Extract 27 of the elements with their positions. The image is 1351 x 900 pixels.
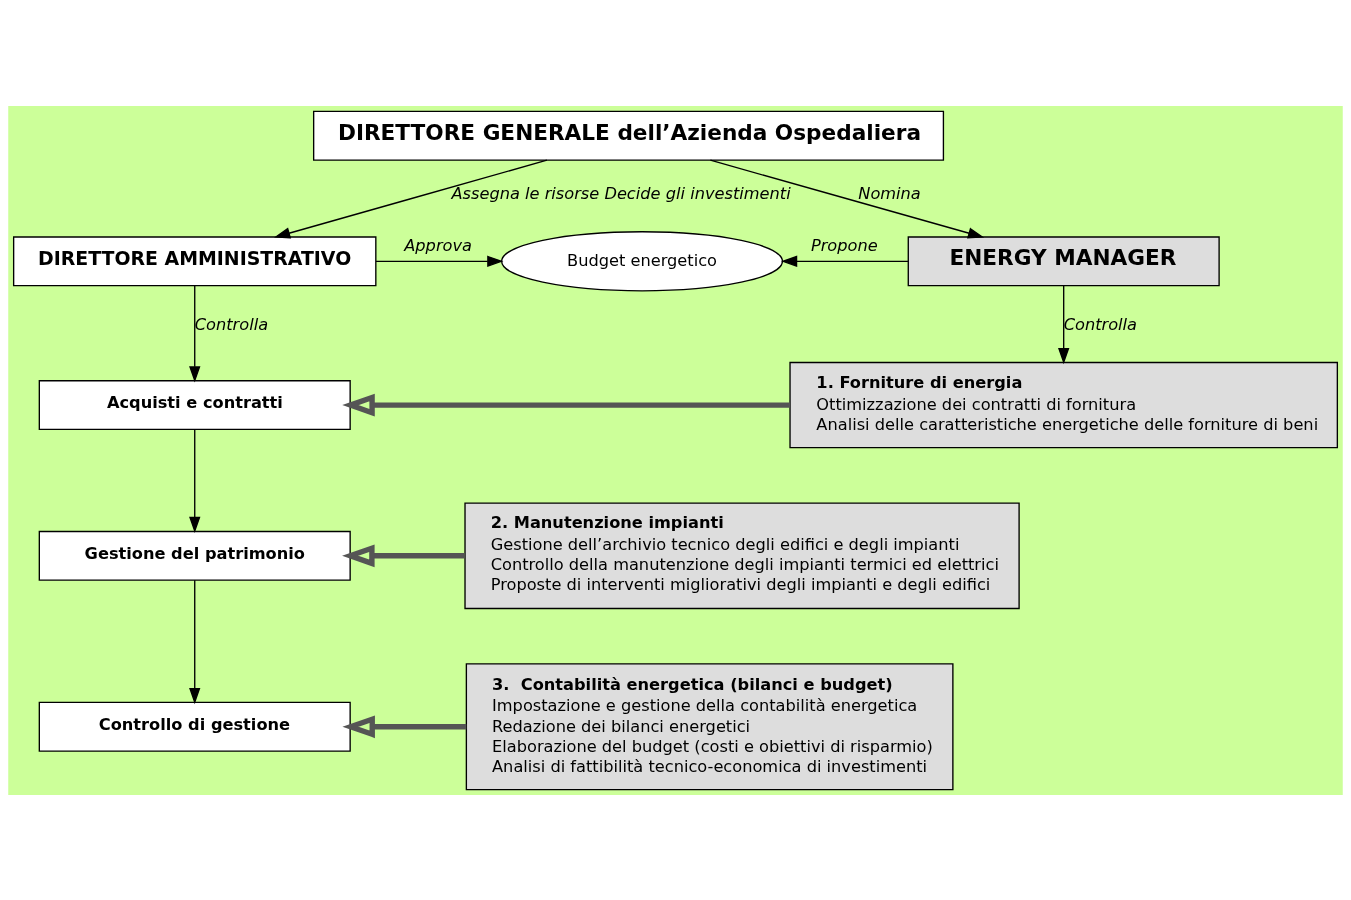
node-box: Controllo di gestione (38, 701, 351, 752)
node-box: ENERGY MANAGER (907, 235, 1220, 286)
arrow (342, 543, 465, 567)
node-box: 3. Contabilità energetica (bilanci e budget) Impostazione e gestione della contabilità energetica Redazione dei bilanci energetici Elaborazione del budget (costi e obiettivi di risparmio) Analisi di fattibilità tecnico-economica di investimenti (465, 662, 954, 790)
arrow (709, 159, 985, 239)
node-box: 1. Forniture di energia Ottimizzazione dei contratti di fornitura Analisi delle caratteristiche energetiche delle forniture di beni (789, 361, 1339, 448)
arrow (342, 714, 467, 738)
arrow (274, 159, 548, 239)
arrow (189, 284, 201, 382)
node-ellipse: Budget energetico (501, 230, 784, 291)
arrow (342, 393, 790, 416)
node-box: Acquisti e contratti (38, 379, 351, 430)
edge-label: Controlla (1063, 314, 1138, 334)
edge-label: Nomina (858, 183, 921, 203)
edge-label: Propone (810, 235, 878, 255)
arrow (189, 428, 201, 533)
node-box: DIRETTORE AMMINISTRATIVO (12, 235, 377, 286)
edge-label: Controlla (194, 314, 269, 334)
node-box: 2. Manutenzione impianti Gestione dell’archivio tecnico degli edifici e degli impianti Controllo della manutenzione degli impianti termici ed elettrici Proposte di interventi migliorativi degli impianti e degli edifici (464, 501, 1020, 609)
arrow (1058, 284, 1070, 364)
node-box: DIRETTORE GENERALE dell’Azienda Ospedaliera (313, 110, 945, 161)
edge-label: Assegna le risorse Decide gli investimenti (451, 183, 791, 203)
arrow (189, 579, 201, 704)
node-box: Gestione del patrimonio (38, 530, 351, 581)
arrow (781, 255, 909, 267)
edge-label: Approva (404, 235, 472, 255)
arrow (375, 255, 504, 267)
